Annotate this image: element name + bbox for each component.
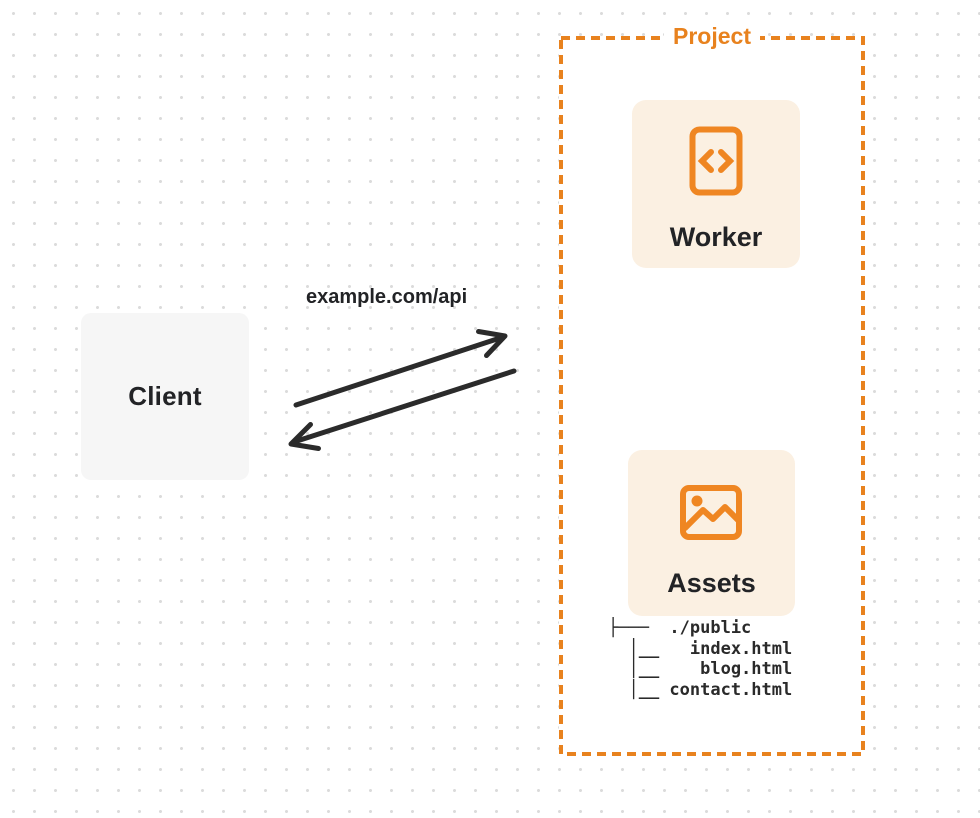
client-label: Client [128,381,202,411]
assets-node: Assets [628,450,795,616]
project-container: Project Worker Assets ├─── ./public │__ … [559,23,865,756]
project-label: Project [664,23,760,50]
request-arrowhead [476,329,508,358]
client-node: Client [81,313,249,480]
worker-node: Worker [632,100,800,268]
response-arrow [288,368,517,451]
image-icon [680,485,742,540]
response-arrowhead [288,422,321,451]
request-url-label: example.com/api [306,286,468,308]
assets-file-tree: ├─── ./public │__ index.html │__ blog.ht… [608,618,793,700]
worker-label: Worker [669,222,763,252]
request-arrow [293,329,508,408]
code-file-icon [689,126,743,196]
assets-label: Assets [667,568,756,598]
